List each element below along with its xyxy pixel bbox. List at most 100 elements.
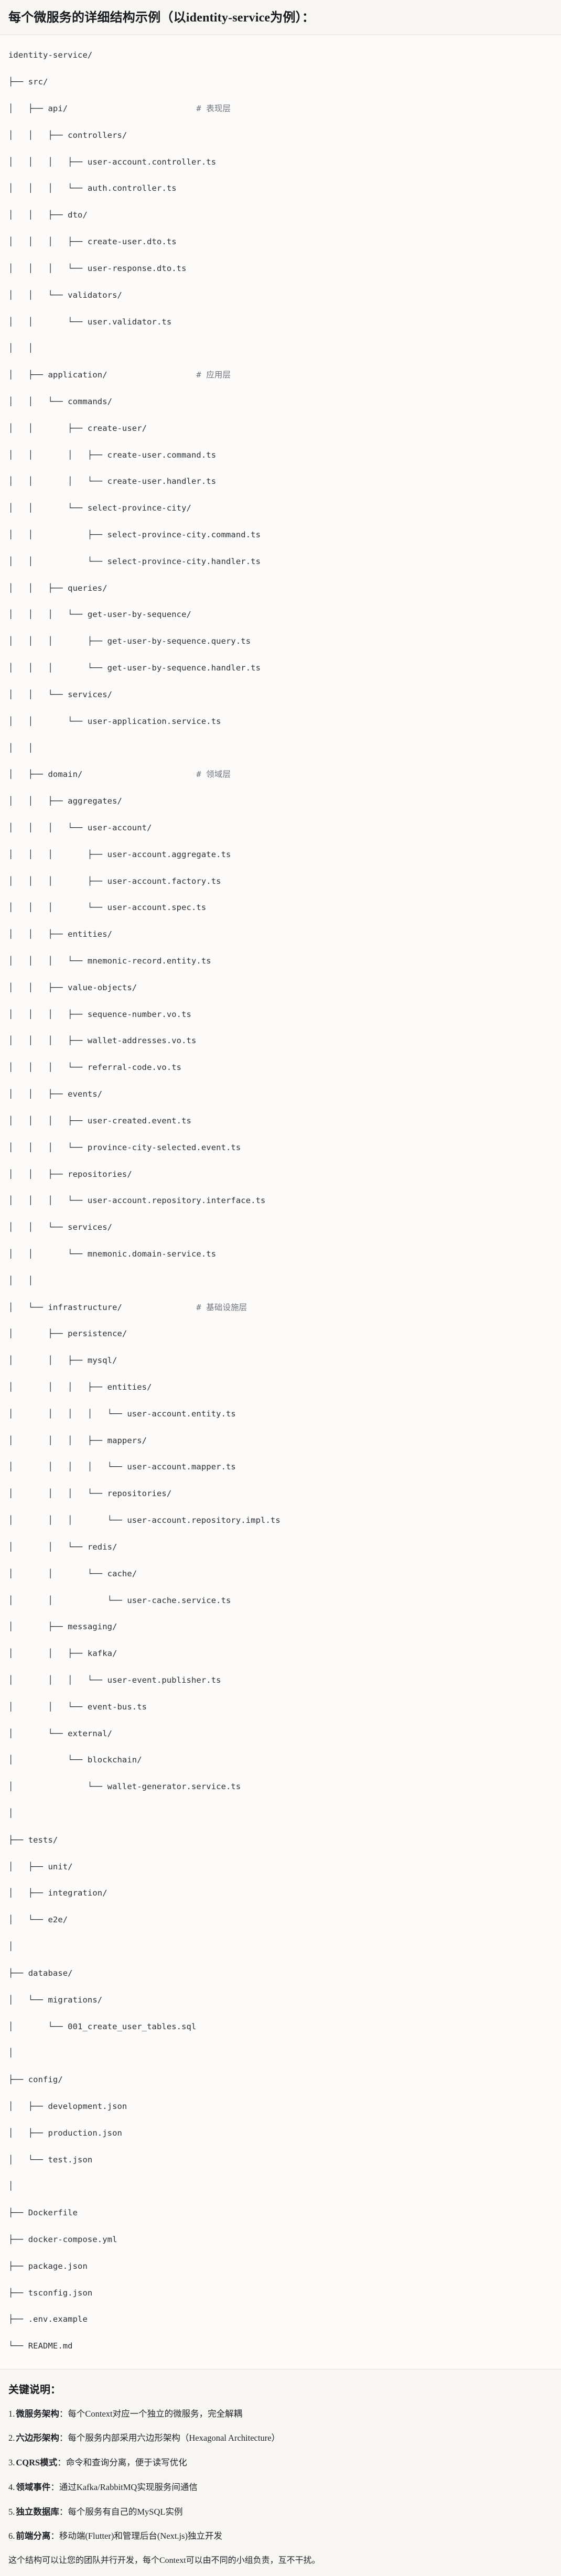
tree-line: │ │ │ └── get-user-by-sequence/ — [8, 610, 191, 620]
directory-tree: identity-service/ ├── src/ │ ├── api/ # … — [8, 49, 553, 2353]
tree-line: │ │ │ ├── wallet-addresses.vo.ts — [8, 1036, 197, 1046]
key-note-separator: ： — [59, 2433, 68, 2443]
key-note-separator: ： — [50, 2482, 59, 2492]
tree-line: │ │ │ └── user-account.repository.interf… — [8, 1196, 266, 1206]
key-note-description: 命令和查询分离，便于读写优化 — [66, 2458, 187, 2468]
tree-line: │ ├── messaging/ — [8, 1622, 117, 1632]
tree-line: │ │ │ └── user-account/ — [8, 822, 152, 832]
tree-line: │ │ │ └── user-account.spec.ts — [8, 903, 207, 913]
tree-line: │ │ │ └── user-response.dto.ts — [8, 263, 187, 273]
tree-line: │ │ ├── dto/ — [8, 210, 88, 220]
tree-line: │ └── infrastructure/ # 基础设施层 — [8, 1302, 247, 1312]
tree-line: │ └── migrations/ — [8, 1995, 103, 2005]
key-note-index: 6. — [8, 2531, 15, 2541]
key-note-item: 1.微服务架构：每个Context对应一个独立的微服务，完全解耦 — [8, 2408, 553, 2421]
tree-line: │ — [8, 2048, 14, 2058]
directory-tree-block: identity-service/ ├── src/ │ ├── api/ # … — [0, 35, 561, 2369]
tree-line: │ │ ├── repositories/ — [8, 1169, 132, 1179]
tree-line: │ └── external/ — [8, 1728, 113, 1738]
tree-line: │ │ │ ├── sequence-number.vo.ts — [8, 1009, 191, 1019]
document-header: 每个微服务的详细结构示例（以identity-service为例）： — [0, 0, 561, 36]
tree-line: │ — [8, 1809, 14, 1819]
key-note-item: 3.CQRS模式：命令和查询分离，便于读写优化 — [8, 2456, 553, 2470]
tree-line: │ │ │ ├── create-user.command.ts — [8, 450, 217, 460]
key-note-index: 2. — [8, 2433, 15, 2443]
key-note-item: 2.六边形架构：每个服务内部采用六边形架构（Hexagonal Architec… — [8, 2432, 553, 2445]
tree-line: │ │ │ └── user-event.publisher.ts — [8, 1675, 221, 1685]
tree-line: │ │ └── select-province-city/ — [8, 503, 191, 513]
key-note-item: 6.前端分离：移动端(Flutter)和管理后台(Next.js)独立开发 — [8, 2530, 553, 2543]
tree-line: │ │ │ └── repositories/ — [8, 1489, 172, 1499]
tree-line: │ │ — [8, 743, 34, 753]
tree-line-comment: # 应用层 — [196, 370, 231, 380]
tree-line: │ │ │ ├── user-created.event.ts — [8, 1116, 191, 1125]
tree-line: ├── tsconfig.json — [8, 2288, 93, 2298]
tree-line: │ │ └── cache/ — [8, 1568, 137, 1578]
tree-line: ├── src/ — [8, 77, 48, 87]
tree-line: │ │ └── event-bus.ts — [8, 1702, 147, 1712]
tree-line: │ │ └── validators/ — [8, 290, 122, 300]
tree-line: │ │ ├── mysql/ — [8, 1356, 117, 1366]
tree-line: │ │ │ └── referral-code.vo.ts — [8, 1063, 182, 1073]
tree-line: │ ├── integration/ — [8, 1888, 107, 1898]
tree-line: │ │ │ └── get-user-by-sequence.handler.t… — [8, 663, 261, 673]
tree-line: │ — [8, 1942, 14, 1952]
tree-line: │ └── 001_create_user_tables.sql — [8, 2021, 197, 2031]
tree-line: │ └── e2e/ — [8, 1915, 68, 1925]
key-note-description: 每个Context对应一个独立的微服务，完全解耦 — [68, 2408, 243, 2419]
tree-line: │ │ │ ├── entities/ — [8, 1382, 152, 1392]
tree-line: ├── docker-compose.yml — [8, 2235, 117, 2245]
key-note-description: 每个服务有自己的MySQL实例 — [68, 2506, 183, 2517]
tree-line: │ ├── production.json — [8, 2128, 122, 2138]
key-note-term: 独立数据库 — [16, 2506, 59, 2517]
tree-line: ├── tests/ — [8, 1835, 58, 1845]
tree-line: │ │ └── commands/ — [8, 396, 113, 406]
tree-line: │ │ └── mnemonic.domain-service.ts — [8, 1249, 217, 1259]
key-note-index: 3. — [8, 2458, 15, 2468]
key-note-term: 领域事件 — [16, 2482, 51, 2492]
key-note-term: 前端分离 — [16, 2531, 51, 2541]
tree-line: │ └── test.json — [8, 2155, 93, 2164]
key-note-description: 通过Kafka/RabbitMQ实现服务间通信 — [59, 2482, 198, 2492]
tree-line: └── README.md — [8, 2341, 73, 2351]
tree-line-comment: # 表现层 — [196, 104, 231, 114]
tree-line: │ │ ├── kafka/ — [8, 1649, 117, 1659]
tree-line: │ └── blockchain/ — [8, 1755, 142, 1765]
tree-line: │ │ ├── select-province-city.command.ts — [8, 530, 261, 540]
tree-line: ├── .env.example — [8, 2314, 88, 2324]
tree-line: │ │ │ ├── user-account.factory.ts — [8, 876, 221, 886]
key-note-index: 5. — [8, 2506, 15, 2517]
key-note-term: CQRS模式 — [16, 2458, 58, 2468]
tree-line: │ │ │ ├── user-account.aggregate.ts — [8, 849, 231, 859]
tree-line: │ │ ├── queries/ — [8, 583, 107, 593]
key-note-index: 1. — [8, 2408, 15, 2419]
tree-line: identity-service/ — [8, 50, 93, 60]
tree-line: │ │ ├── aggregates/ — [8, 796, 122, 806]
key-note-description: 每个服务内部采用六边形架构（Hexagonal Architecture） — [68, 2433, 280, 2443]
tree-line: ├── package.json — [8, 2261, 88, 2271]
tree-line: │ │ ├── value-objects/ — [8, 982, 137, 992]
key-note-item: 5.独立数据库：每个服务有自己的MySQL实例 — [8, 2506, 553, 2519]
tree-line: │ │ └── user.validator.ts — [8, 317, 172, 327]
tree-line: │ │ — [8, 343, 34, 353]
key-note-term: 微服务架构 — [16, 2408, 59, 2419]
tree-line: │ │ │ └── mnemonic-record.entity.ts — [8, 956, 211, 966]
key-note-description: 移动端(Flutter)和管理后台(Next.js)独立开发 — [59, 2531, 223, 2541]
tree-line: │ │ └── select-province-city.handler.ts — [8, 556, 261, 566]
tree-line: │ │ │ │ └── user-account.entity.ts — [8, 1409, 236, 1419]
tree-line-comment: # 基础设施层 — [196, 1302, 247, 1312]
key-note-separator: ： — [59, 2506, 68, 2517]
tree-line-comment: # 领域层 — [196, 770, 231, 780]
tree-line: │ ├── api/ # 表现层 — [8, 104, 231, 114]
tree-line: │ │ — [8, 1275, 34, 1285]
tree-line: │ │ │ └── auth.controller.ts — [8, 183, 177, 193]
tree-line: │ │ ├── entities/ — [8, 929, 113, 939]
tree-line: │ ├── application/ # 应用层 — [8, 370, 231, 380]
tree-line: │ │ │ ├── create-user.dto.ts — [8, 237, 177, 247]
key-notes-closing: 这个结构可以让您的团队并行开发，每个Context可以由不同的小组负责，互不干扰… — [8, 2556, 320, 2566]
tree-line: │ — [8, 2181, 14, 2191]
tree-line: │ │ │ ├── mappers/ — [8, 1435, 147, 1445]
key-note-separator: ： — [57, 2458, 66, 2468]
